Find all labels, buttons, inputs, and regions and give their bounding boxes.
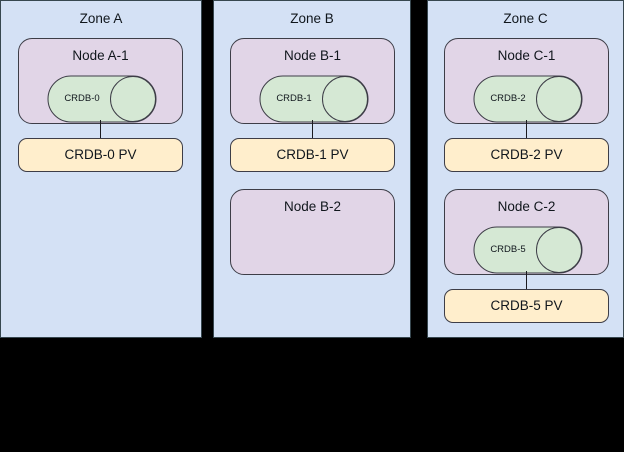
pv-label-crdb-5: CRDB-5 PV — [490, 298, 563, 313]
pv-box-crdb-2[interactable]: CRDB-2 PV — [444, 138, 609, 172]
node-title-a-1: Node A-1 — [72, 48, 129, 63]
node-box-b-1[interactable]: Node B-1 CRDB-1 — [230, 38, 395, 124]
node-title-c-1: Node C-1 — [497, 48, 556, 63]
zone-panel-a[interactable]: Zone A Node A-1 CRDB-0 CRDB-0 PV — [0, 0, 202, 338]
node-title-b-1: Node B-1 — [283, 48, 342, 63]
pv-box-crdb-1[interactable]: CRDB-1 PV — [230, 138, 395, 172]
pv-label-crdb-0: CRDB-0 PV — [64, 147, 137, 162]
zone-title-a: Zone A — [79, 11, 123, 26]
node-box-c-2[interactable]: Node C-2 CRDB-5 — [444, 189, 609, 275]
zone-title-c: Zone C — [503, 11, 548, 26]
cylinder-database-icon-crdb-1[interactable]: CRDB-1 — [259, 75, 369, 123]
node-box-b-2[interactable]: Node B-2 — [230, 189, 395, 275]
node-title-c-2: Node C-2 — [497, 199, 556, 214]
node-box-c-1[interactable]: Node C-1 CRDB-2 — [444, 38, 609, 124]
node-title-b-2: Node B-2 — [283, 199, 342, 214]
node-box-a-1[interactable]: Node A-1 CRDB-0 — [18, 38, 183, 124]
connector-c-1 — [526, 120, 527, 140]
connector-b-1 — [312, 120, 313, 140]
pv-label-crdb-1: CRDB-1 PV — [276, 147, 349, 162]
zone-title-b: Zone B — [290, 11, 334, 26]
zone-panel-c[interactable]: Zone C Node C-1 CRDB-2 CRDB-2 PV Node C-… — [427, 0, 624, 338]
pv-label-crdb-2: CRDB-2 PV — [490, 147, 563, 162]
cylinder-database-icon-crdb-2[interactable]: CRDB-2 — [473, 75, 583, 123]
cylinder-database-icon-crdb-5[interactable]: CRDB-5 — [473, 226, 583, 274]
connector-c-2 — [526, 271, 527, 291]
zone-panel-b[interactable]: Zone B Node B-1 CRDB-1 CRDB-1 PV Node B-… — [213, 0, 411, 338]
cylinder-database-icon-crdb-0[interactable]: CRDB-0 — [47, 75, 157, 123]
pv-box-crdb-5[interactable]: CRDB-5 PV — [444, 289, 609, 323]
connector-a-1 — [100, 120, 101, 140]
pv-box-crdb-0[interactable]: CRDB-0 PV — [18, 138, 183, 172]
